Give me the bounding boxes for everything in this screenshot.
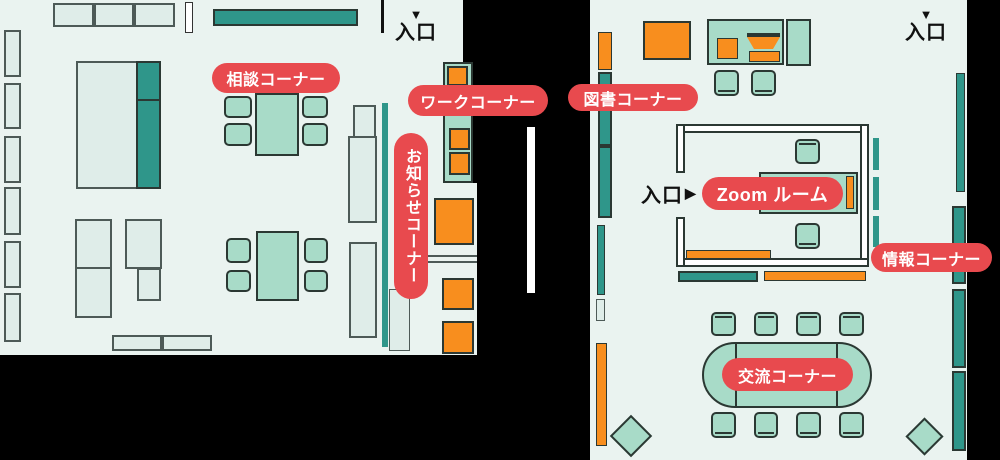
chair (711, 412, 736, 438)
bookshelf (598, 146, 612, 218)
bookshelf (956, 73, 965, 192)
cabinet (75, 219, 112, 269)
entrance-arrow-icon: ▼ (409, 7, 423, 22)
shelf (353, 105, 376, 138)
shelf (4, 83, 21, 129)
zoom-room-wall (676, 258, 869, 267)
chair (714, 70, 739, 96)
chair (302, 96, 328, 118)
cabinet (75, 267, 112, 318)
entrance-left: ▼ 入口 (386, 8, 446, 43)
cabinet (162, 335, 212, 351)
cabinet-teal (136, 61, 161, 101)
panel (185, 2, 193, 33)
label-library-corner: 図書コーナー (568, 84, 698, 111)
partition-teal (382, 103, 388, 347)
entrance-label: 入口 (905, 22, 947, 44)
cabinet (112, 335, 162, 351)
label-zoom-room: Zoom ルーム (702, 177, 843, 210)
chair (224, 123, 252, 146)
chair (839, 412, 864, 438)
entrance-label: 入口 (395, 22, 437, 44)
chair (226, 270, 251, 292)
bookshelf (597, 225, 605, 295)
bookshelf (952, 371, 966, 451)
label-info-corner: 情報コーナー (871, 243, 992, 272)
label-consult-corner: 相談コーナー (212, 63, 340, 93)
chair (302, 123, 328, 146)
orange-table (643, 21, 691, 60)
work-unit (449, 152, 470, 175)
projector-top (747, 33, 780, 37)
shelf (4, 30, 21, 77)
chair (304, 270, 328, 292)
shelf (348, 136, 377, 223)
chair (754, 312, 778, 336)
corridor-panel (527, 127, 535, 293)
copier-unit (434, 198, 474, 245)
shelf (4, 136, 21, 183)
shelf (4, 241, 21, 288)
shelf (4, 293, 21, 342)
entrance-zoom-room: 入口 ▶ (641, 181, 696, 207)
work-unit (447, 66, 468, 86)
shelf (596, 299, 605, 321)
shelf (4, 187, 21, 235)
left-room-floor (0, 0, 446, 355)
whiteboard (686, 250, 771, 259)
entrance-label: 入口 (641, 184, 683, 207)
entrance-arrow-icon: ▶ (685, 184, 696, 201)
label-work-corner: ワークコーナー (408, 85, 548, 116)
zoom-room-wall (676, 124, 685, 173)
zoom-room-wall (676, 124, 869, 133)
sofa (786, 19, 811, 66)
counter-orange (764, 271, 866, 281)
chair (226, 238, 251, 263)
shelf-teal (873, 138, 879, 170)
chair (795, 139, 820, 164)
projector-base (749, 51, 780, 62)
chair (754, 412, 778, 438)
shelf (349, 242, 377, 338)
zoom-room-wall (860, 124, 869, 267)
chair (795, 223, 820, 249)
shelf-teal (873, 177, 879, 210)
zoom-room-wall (676, 217, 685, 267)
shelf-orange (598, 32, 612, 70)
entrance-right: ▼ 入口 (896, 8, 956, 43)
chair (796, 412, 821, 438)
bookshelf (952, 289, 966, 368)
cabinet-teal (136, 99, 161, 189)
meeting-table (256, 231, 299, 301)
chair (796, 312, 821, 336)
label-exchange-corner: 交流コーナー (722, 358, 853, 391)
orange-unit (442, 321, 474, 354)
cabinet (137, 268, 161, 301)
chair (224, 96, 252, 118)
chair (304, 238, 328, 263)
counter-lines (427, 255, 477, 263)
chair (839, 312, 864, 336)
meeting-table (255, 93, 299, 156)
counter-teal (678, 271, 758, 282)
projector-icon (747, 37, 780, 49)
monitor (846, 176, 854, 209)
table (53, 3, 94, 27)
shelf-teal (873, 216, 879, 247)
table (94, 3, 134, 27)
chair (711, 312, 736, 336)
chair (751, 70, 776, 96)
table (134, 3, 175, 27)
orange-unit (442, 278, 474, 310)
shelf-orange (596, 343, 607, 446)
cabinet (76, 61, 138, 189)
wall-segment (381, 0, 384, 33)
label-notice-corner: お知らせコーナー (394, 133, 428, 299)
entrance-arrow-icon: ▼ (919, 7, 933, 22)
work-unit (449, 128, 470, 150)
table-item (717, 38, 738, 59)
cabinet (125, 219, 162, 269)
counter-teal (213, 9, 358, 26)
